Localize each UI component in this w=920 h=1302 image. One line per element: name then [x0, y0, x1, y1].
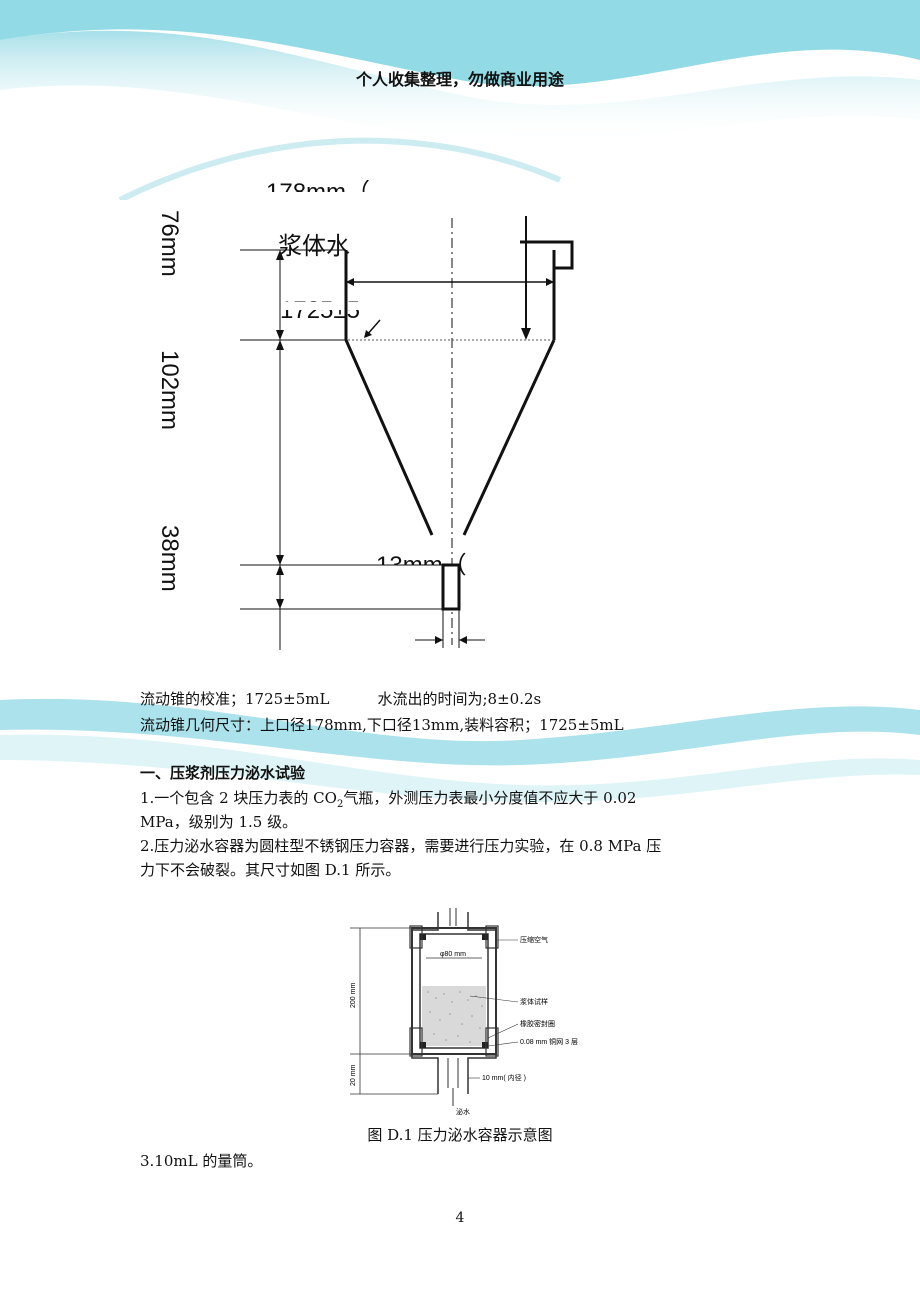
label-diameter: φ80 mm: [440, 951, 466, 958]
calibration-volume: 流动锥的校准；1725±5mL: [140, 690, 330, 708]
background-wave-top: [0, 0, 920, 200]
label-height-20: 20 mm: [350, 1064, 357, 1086]
item-2-line-b: 力下不会破裂。其尺寸如图 D.1 所示。: [140, 861, 401, 879]
left-dim-label-2: 102mm: [156, 350, 183, 430]
item-3: 3.10mL 的量筒。: [140, 1152, 263, 1170]
left-dimension-labels: 76mm 102mm 38mm: [156, 210, 183, 592]
label-mesh: 0.08 mm 铜网 3 层: [520, 1037, 578, 1046]
background-wave-middle: [0, 698, 920, 803]
item-1-line-a: 1.一个包含 2 块压力表的 CO2气瓶，外测压力表最小分度值不应大于 0.02: [140, 789, 637, 810]
calibration-line-2: 流动锥几何尺寸：上口径178mm,下口径13mm,装料容积；1725±5mL: [140, 716, 624, 734]
left-dim-label-1: 76mm: [156, 210, 183, 277]
section-title: 一、压浆剂压力泌水试验: [140, 764, 306, 782]
calibration-time: 水流出的时间为;8±0.2s: [377, 690, 542, 708]
volume-label: 1725±5: [280, 297, 360, 324]
label-compressed-air: 压缩空气: [520, 935, 548, 944]
page-number: 4: [455, 1210, 465, 1226]
page-header: 个人收集整理，勿做商业用途: [355, 70, 564, 89]
label-outlet: 10 mm( 内径 ): [482, 1073, 526, 1082]
label-slurry: 浆体试样: [520, 997, 548, 1006]
item-1-line-b: MPa，级别为 1.5 级。: [140, 813, 298, 831]
label-height-200: 200 mm: [350, 983, 357, 1008]
label-gasket: 橡胶密封圈: [520, 1019, 555, 1028]
calibration-line-1: 流动锥的校准；1725±5mL 水流出的时间为;8±0.2s: [140, 688, 541, 710]
label-drain: 泌水: [456, 1107, 470, 1116]
flow-cone-diagram: 76mm 102mm 38mm 178mm（ 浆体水 1725±5 13mm（: [156, 180, 574, 650]
body-label: 浆体水: [278, 233, 350, 260]
left-dim-label-3: 38mm: [156, 525, 183, 592]
item-2-line-a: 2.压力泌水容器为圆柱型不锈钢压力容器，需要进行压力实验，在 0.8 MPa 压: [140, 837, 662, 855]
co2-subscript: 2: [336, 799, 344, 810]
figure-caption: 图 D.1 压力泌水容器示意图: [367, 1126, 553, 1144]
pressure-container-diagram: 压缩空气 φ80 mm 浆体试样 橡胶密封圈 0.08 mm 铜网 3 层 10…: [350, 908, 578, 1116]
